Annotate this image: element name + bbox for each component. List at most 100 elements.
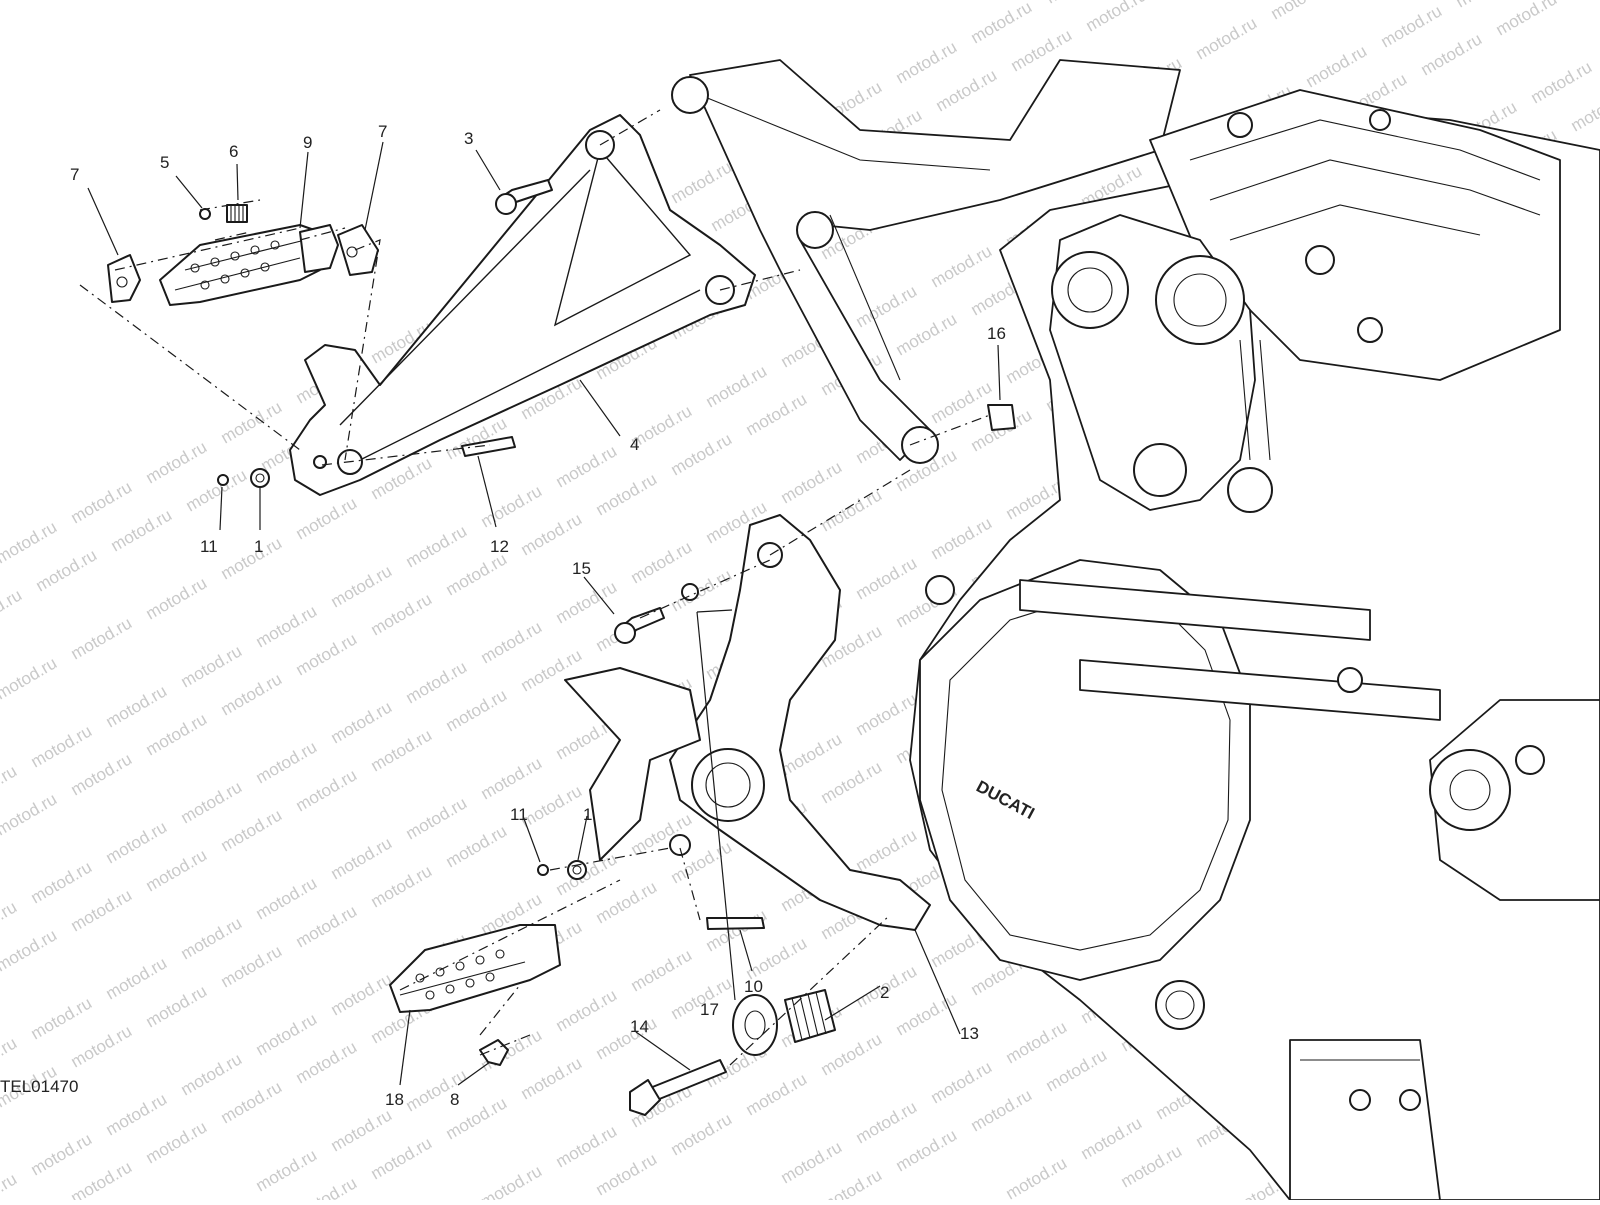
- watermark-text: motod.ru: [893, 37, 961, 87]
- watermark-text: motod.ru: [853, 281, 921, 331]
- callout-14: 14: [630, 1017, 649, 1036]
- callout-13: 13: [960, 1024, 979, 1043]
- watermark-text: motod.ru: [443, 549, 511, 599]
- oil-sight-glass: [1156, 981, 1204, 1029]
- watermark-text: motod.ru: [853, 825, 921, 875]
- watermark-text: motod.ru: [518, 1053, 586, 1103]
- watermark-text: motod.ru: [1453, 0, 1521, 11]
- callout-1: 1: [254, 537, 263, 556]
- watermark-text: motod.ru: [743, 389, 811, 439]
- watermark-text: motod.ru: [28, 721, 96, 771]
- watermark-text: motod.ru: [893, 989, 961, 1039]
- footpeg-bracket-bore: [692, 749, 764, 821]
- watermark-text: motod.ru: [443, 685, 511, 735]
- watermark-text: motod.ru: [1003, 1017, 1071, 1067]
- watermark-text: motod.ru: [1418, 29, 1486, 79]
- watermark-text: motod.ru: [968, 0, 1036, 47]
- watermark-text: motod.ru: [778, 1137, 846, 1187]
- detent-ball: [200, 209, 210, 219]
- watermark-text: motod.ru: [403, 793, 471, 843]
- callout-11b: 11: [510, 805, 528, 824]
- watermark-text: motod.ru: [328, 697, 396, 747]
- watermark-text: motod.ru: [668, 157, 736, 207]
- callout-4: 4: [630, 435, 639, 454]
- watermark-text: motod.ru: [218, 805, 286, 855]
- watermark-text: motod.ru: [628, 537, 696, 587]
- watermark-text: motod.ru: [368, 1133, 436, 1183]
- watermark-text: motod.ru: [293, 765, 361, 815]
- watermark-text: motod.ru: [108, 505, 176, 555]
- watermark-text: motod.ru: [0, 517, 60, 567]
- watermark-text: motod.ru: [28, 857, 96, 907]
- watermark-text: motod.ru: [33, 545, 101, 595]
- watermark-text: motod.ru: [628, 945, 696, 995]
- watermark-text: motod.ru: [293, 901, 361, 951]
- watermark-text: motod.ru: [143, 437, 211, 487]
- callout-16: 16: [987, 324, 1006, 343]
- watermark-text: motod.ru: [328, 1105, 396, 1155]
- watermark-text: motod.ru: [0, 789, 60, 839]
- watermark-text: motod.ru: [1528, 57, 1596, 107]
- callout-17: 17: [700, 1000, 719, 1019]
- watermark-text: motod.ru: [668, 429, 736, 479]
- callout-5: 5: [160, 153, 169, 172]
- watermark-text: motod.ru: [553, 441, 621, 491]
- watermark-text: motod.ru: [253, 1145, 321, 1195]
- watermark-text: motod.ru: [853, 553, 921, 603]
- watermark-text: motod.ru: [478, 481, 546, 531]
- watermark-text: motod.ru: [0, 897, 20, 947]
- watermark-text: motod.ru: [893, 309, 961, 359]
- watermark-text: motod.ru: [1078, 1113, 1146, 1163]
- pivot-pin-10: [707, 918, 764, 929]
- callout-2: 2: [880, 983, 889, 1002]
- watermark-text: motod.ru: [1043, 0, 1111, 7]
- watermark-text: motod.ru: [928, 513, 996, 563]
- watermark-text: motod.ru: [928, 1057, 996, 1107]
- watermark-text: motod.ru: [253, 601, 321, 651]
- watermark-text: motod.ru: [68, 1021, 136, 1071]
- watermark-text: motod.ru: [968, 1085, 1036, 1135]
- watermark-text: motod.ru: [818, 1165, 886, 1200]
- watermark-text: motod.ru: [293, 1173, 361, 1200]
- watermark-text: motod.ru: [478, 1161, 546, 1200]
- frame-mount-boss: [672, 77, 708, 113]
- watermark-text: motod.ru: [103, 1089, 171, 1139]
- watermark-text: motod.ru: [218, 941, 286, 991]
- watermark-text: motod.ru: [1083, 0, 1151, 35]
- camshaft-pulley: [1052, 252, 1128, 328]
- watermark-text: motod.ru: [1493, 0, 1561, 39]
- watermark-text: motod.ru: [293, 1037, 361, 1087]
- watermark-text: motod.ru: [368, 725, 436, 775]
- circlip-11: [538, 865, 548, 875]
- front-footpeg: [390, 925, 560, 1012]
- watermark-text: motod.ru: [178, 913, 246, 963]
- watermark-text: motod.ru: [28, 1129, 96, 1179]
- watermark-text: motod.ru: [143, 709, 211, 759]
- watermark-text: motod.ru: [143, 1117, 211, 1167]
- watermark-text: motod.ru: [593, 469, 661, 519]
- belt-tensioner: [1134, 444, 1186, 496]
- watermark-text: motod.ru: [553, 1121, 621, 1171]
- watermark-text: motod.ru: [68, 613, 136, 663]
- rear-peg-plate-right: [338, 225, 378, 275]
- watermark-text: motod.ru: [668, 1109, 736, 1159]
- watermark-text: motod.ru: [928, 377, 996, 427]
- watermark-text: motod.ru: [1003, 1153, 1071, 1200]
- watermark-text: motod.ru: [253, 1009, 321, 1059]
- watermark-text: motod.ru: [328, 969, 396, 1019]
- watermark-text: motod.ru: [218, 1077, 286, 1127]
- swingarm-pivot: [1430, 750, 1510, 830]
- callout-15: 15: [572, 559, 591, 578]
- camshaft-pulley: [1156, 256, 1244, 344]
- watermark-text: motod.ru: [893, 1125, 961, 1175]
- watermark-text: motod.ru: [818, 757, 886, 807]
- watermark-text: motod.ru: [1043, 1045, 1111, 1095]
- watermark-text: motod.ru: [1118, 1141, 1186, 1191]
- watermark-text: motod.ru: [703, 361, 771, 411]
- watermark-text: motod.ru: [28, 993, 96, 1043]
- watermark-text: motod.ru: [143, 845, 211, 895]
- watermark-text: motod.ru: [518, 509, 586, 559]
- watermark-text: motod.ru: [1568, 85, 1600, 135]
- watermark-text: motod.ru: [103, 681, 171, 731]
- watermark-text: motod.ru: [253, 737, 321, 787]
